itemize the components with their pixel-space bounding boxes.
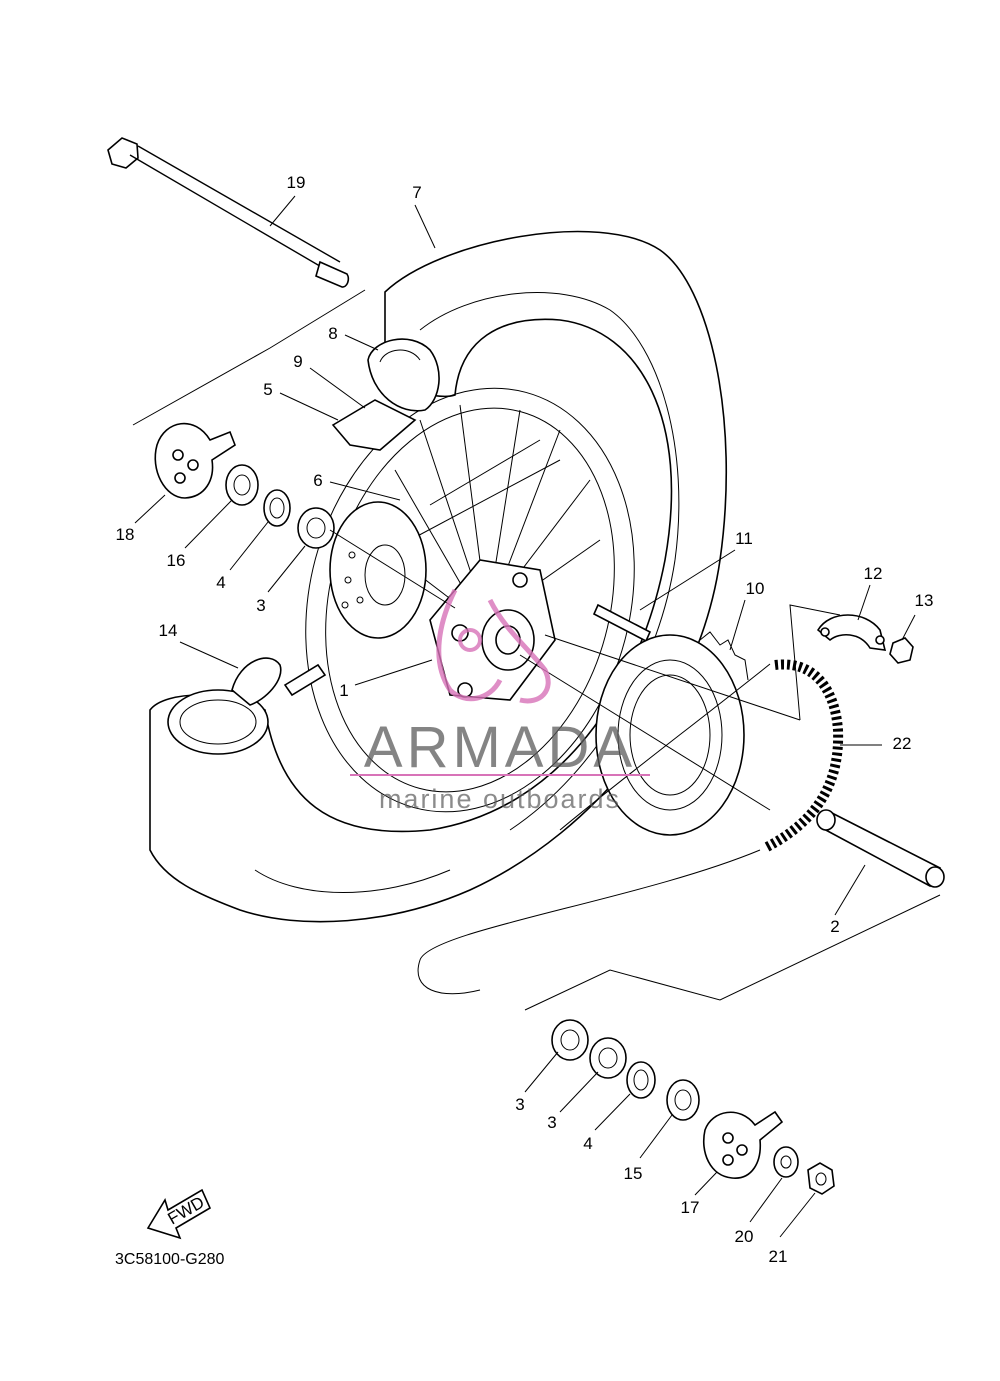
sprocket-part (595, 631, 749, 836)
callout-3-lower-b: 3 (547, 1113, 556, 1132)
chain-puller-right-part (703, 1110, 784, 1179)
callout-2: 2 (830, 917, 839, 936)
callout-3-lower-a: 3 (515, 1095, 524, 1114)
chain-part (417, 659, 844, 995)
collar-left-part (225, 464, 259, 506)
tube-part (367, 338, 440, 412)
callout-10: 10 (746, 579, 765, 598)
callout-20: 20 (735, 1227, 754, 1246)
callout-15: 15 (624, 1164, 643, 1183)
rim-band-part (331, 399, 417, 451)
brake-disc-part (329, 501, 427, 639)
callout-22: 22 (893, 734, 912, 753)
callout-18: 18 (116, 525, 135, 544)
callout-14: 14 (159, 621, 178, 640)
callout-21: 21 (769, 1247, 788, 1266)
callout-8: 8 (328, 324, 337, 343)
fwd-arrow-icon: FWD (146, 1188, 212, 1240)
callout-1: 1 (339, 681, 348, 700)
callout-7: 7 (412, 183, 421, 202)
leader-lines (134, 195, 916, 1238)
stud-part (592, 603, 652, 643)
callout-17: 17 (681, 1198, 700, 1217)
tire-part (149, 230, 728, 923)
washer-part (773, 1146, 799, 1178)
collar-part (816, 809, 945, 888)
axle-part (107, 137, 350, 288)
callout-3-left: 3 (256, 596, 265, 615)
callout-6: 6 (313, 471, 322, 490)
callout-4-lower: 4 (583, 1134, 592, 1153)
callout-4-left: 4 (216, 573, 225, 592)
callout-13: 13 (915, 591, 934, 610)
nut-21-part (807, 1162, 835, 1195)
bearing-right-2-part (589, 1037, 627, 1079)
callout-5: 5 (263, 380, 272, 399)
fwd-label: FWD (165, 1193, 208, 1229)
bearing-right-1-part (551, 1019, 589, 1061)
chain-guide-part (816, 614, 887, 651)
callout-19: 19 (287, 173, 306, 192)
callout-11: 11 (735, 529, 753, 548)
callout-16: 16 (167, 551, 186, 570)
oil-seal-right-part (626, 1061, 656, 1099)
nut-13-part (889, 637, 914, 664)
chain-puller-left-part (154, 422, 236, 499)
callout-12: 12 (864, 564, 883, 583)
valve-part (167, 657, 327, 755)
watermark-tagline: marine outboards (379, 784, 621, 814)
watermark-name: ARMADA (364, 715, 636, 780)
diagram-code: 3C58100-G280 (115, 1251, 225, 1268)
watermark-logo (436, 588, 551, 704)
collar-right-part (666, 1079, 700, 1121)
hub-part (429, 559, 556, 701)
oil-seal-left-part (263, 489, 291, 527)
assembly-lines (132, 289, 941, 1011)
callout-9: 9 (293, 352, 302, 371)
bearing-left-part (297, 507, 335, 549)
